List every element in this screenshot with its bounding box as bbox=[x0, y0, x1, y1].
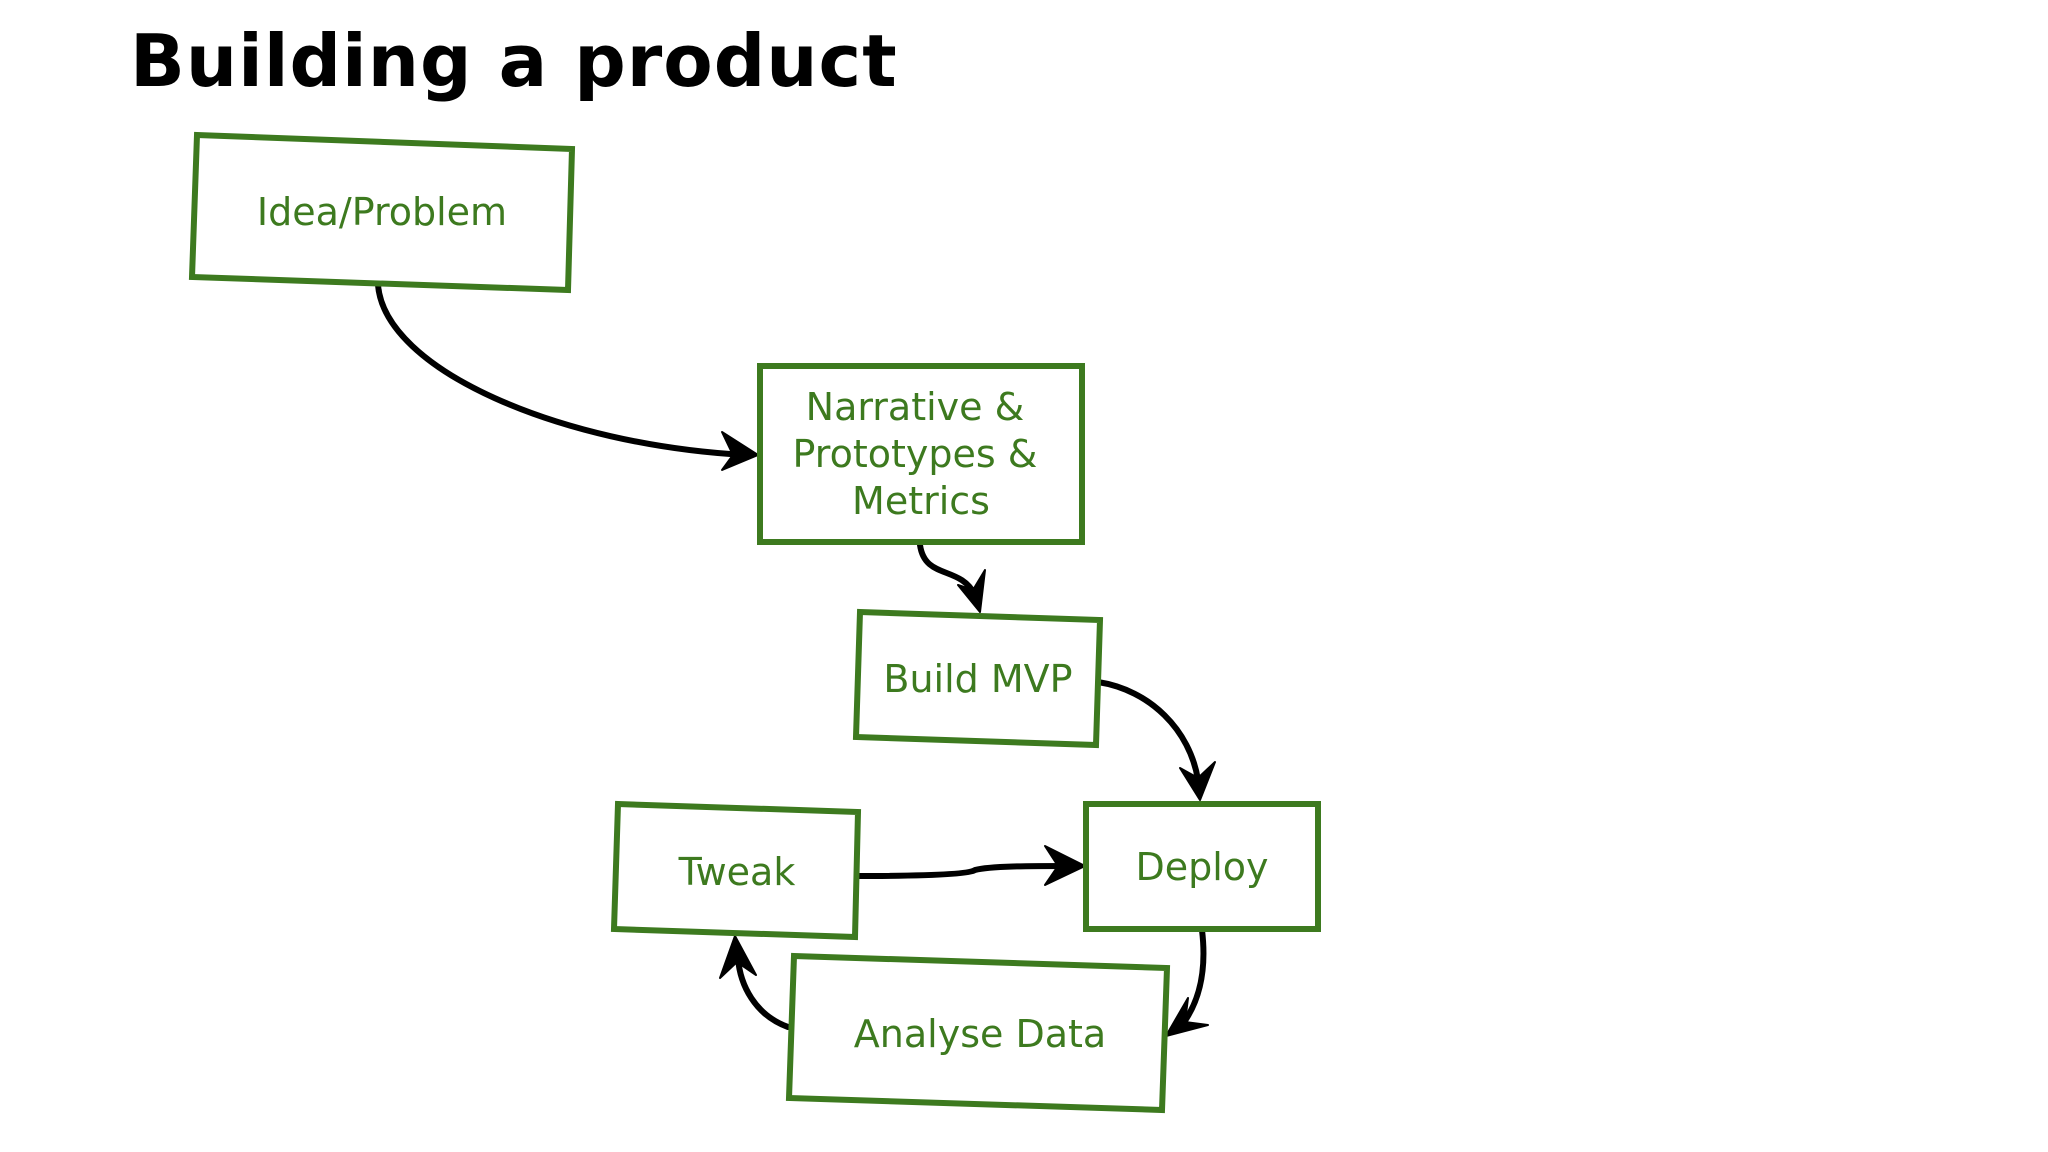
node-label: Tweak bbox=[678, 850, 796, 894]
edge-tweak-to-deploy bbox=[852, 845, 1086, 886]
node-deploy: Deploy bbox=[1083, 801, 1321, 932]
edge-deploy-to-analyse bbox=[1165, 927, 1209, 1037]
edge-build-to-deploy bbox=[1095, 679, 1216, 801]
edge-analyse-to-tweak bbox=[719, 935, 791, 1030]
node-tweak: Tweak bbox=[610, 800, 862, 941]
node-label: Analyse Data bbox=[854, 1012, 1106, 1056]
edge-idea-to-narrative bbox=[375, 282, 759, 471]
node-build-mvp: Build MVP bbox=[852, 608, 1104, 749]
node-analyse-data: Analyse Data bbox=[785, 952, 1171, 1114]
edge-narrative-to-build bbox=[917, 542, 986, 613]
node-label: Build MVP bbox=[883, 657, 1072, 701]
node-label: Narrative & Prototypes & Metrics bbox=[793, 385, 1050, 523]
node-label: Deploy bbox=[1135, 845, 1268, 889]
node-narrative-prototypes-metrics: Narrative & Prototypes & Metrics bbox=[757, 363, 1085, 545]
page-title: Building a product bbox=[130, 19, 898, 103]
node-label: Idea/Problem bbox=[257, 190, 507, 234]
node-idea-problem: Idea/Problem bbox=[188, 131, 576, 294]
